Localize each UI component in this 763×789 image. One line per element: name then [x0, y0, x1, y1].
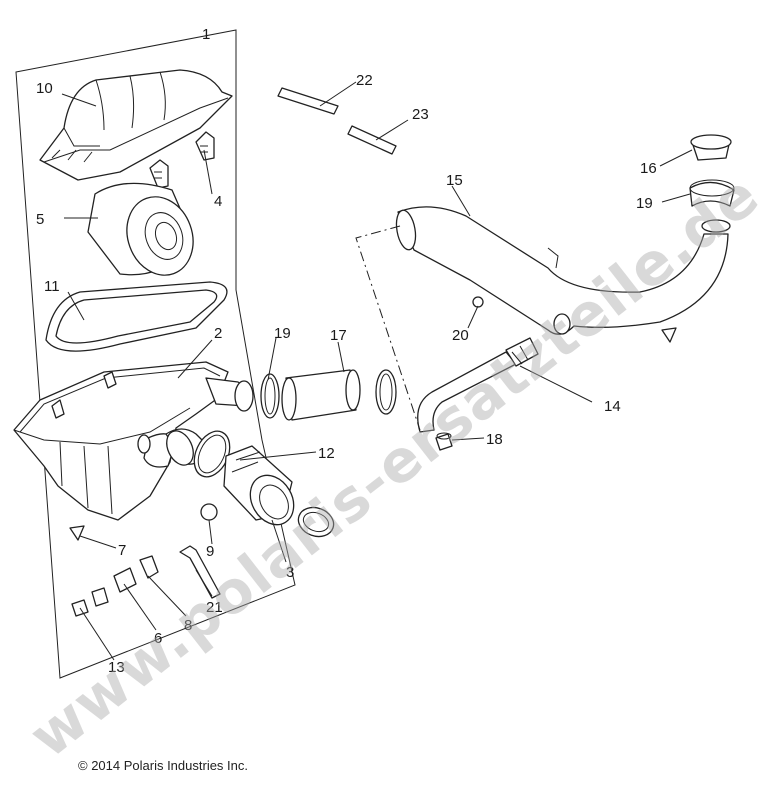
callout-12: 12 [318, 445, 335, 462]
duct-cap [690, 134, 732, 161]
callout-22: 22 [356, 72, 373, 89]
callout-20: 20 [452, 327, 469, 344]
clamp-3 [297, 506, 335, 538]
airbox-base [13, 361, 229, 521]
callout-14: 14 [604, 398, 621, 415]
callout-15: 15 [446, 172, 463, 189]
airbox-cover [39, 69, 233, 181]
callout-8: 8 [184, 617, 192, 634]
breather-hose [417, 337, 539, 433]
leader-lines [61, 81, 693, 661]
intake-tube [281, 369, 361, 421]
callout-3: 3 [286, 564, 294, 581]
callout-2: 2 [214, 325, 222, 342]
callout-4: 4 [214, 193, 222, 210]
clamp-19 [260, 373, 280, 419]
clips [149, 131, 215, 189]
callout-9: 9 [206, 543, 214, 560]
callout-10: 10 [36, 80, 53, 97]
callout-1: 1 [202, 26, 210, 43]
callout-5: 5 [36, 211, 44, 228]
copyright-notice: © 2014 Polaris Industries Inc. [78, 758, 248, 773]
callout-23: 23 [412, 106, 429, 123]
callout-21: 21 [206, 599, 223, 616]
callout-19b: 19 [636, 195, 653, 212]
callout-17: 17 [330, 327, 347, 344]
callout-18: 18 [486, 431, 503, 448]
airbox-seal [45, 281, 228, 352]
air-filter [87, 182, 194, 276]
callout-13: 13 [108, 659, 125, 676]
strip-22 [277, 87, 339, 115]
strip-23 [347, 125, 397, 155]
callout-19a: 19 [274, 325, 291, 342]
clamp-19-b [375, 369, 397, 415]
routing-line [355, 225, 421, 431]
callout-16: 16 [640, 160, 657, 177]
callout-11: 11 [44, 278, 60, 295]
intake-duct [395, 206, 731, 335]
duct-clamp-19 [689, 179, 735, 207]
callout-7: 7 [118, 542, 126, 559]
callout-6: 6 [154, 630, 162, 647]
callouts: 1 10 4 5 11 2 19 17 22 23 15 16 19 20 14… [36, 26, 657, 676]
intake-boot [223, 445, 295, 526]
assembly-frame [15, 29, 296, 679]
